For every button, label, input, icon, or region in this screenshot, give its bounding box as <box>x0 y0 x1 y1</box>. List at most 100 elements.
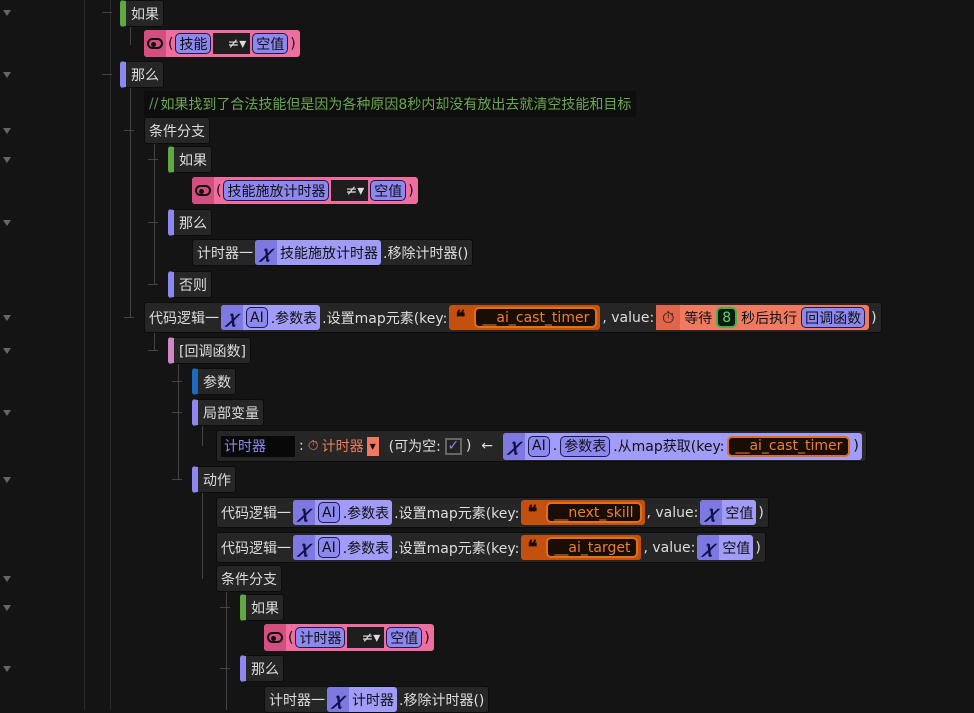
else-block[interactable]: 否则 <box>168 271 212 298</box>
collapse-triangle-icon[interactable] <box>3 10 11 16</box>
if-block[interactable]: 如果 <box>240 594 284 621</box>
tree-line <box>148 222 158 223</box>
callback-chip[interactable]: 回调函数 <box>801 307 866 328</box>
ai-chip[interactable]: AI <box>318 537 340 558</box>
key-input[interactable]: __ai_cast_timer <box>727 435 851 457</box>
key-input[interactable]: __ai_target <box>546 537 639 558</box>
params-label: 参数 <box>203 374 231 391</box>
tree-line <box>130 25 131 45</box>
string-block[interactable]: ❝__ai_cast_timer <box>449 305 601 330</box>
collapse-triangle-icon[interactable] <box>3 157 11 163</box>
actions-label: 动作 <box>203 472 231 489</box>
variable-icon: 𝜒 <box>697 535 720 560</box>
null-chip[interactable]: 空值 <box>370 180 407 201</box>
paren: ) <box>408 182 414 199</box>
eye-icon[interactable] <box>144 30 166 57</box>
tree-line <box>102 12 112 13</box>
condition-block[interactable]: ( 计时器 ≠▾ 空值 ) <box>264 624 434 651</box>
seconds-input[interactable]: 8 <box>716 307 738 328</box>
nullable-checkbox[interactable]: ✓ <box>444 437 462 455</box>
tree-line <box>226 592 227 710</box>
gutter-line <box>84 0 85 710</box>
branch-block[interactable]: 条件分支 <box>216 565 282 592</box>
collapse-triangle-icon[interactable] <box>3 477 11 483</box>
comment-block[interactable]: //如果找到了合法技能但是因为各种原因8秒内却没有放出去就清空技能和目标 <box>144 91 637 117</box>
collapse-triangle-icon[interactable] <box>3 576 11 582</box>
ai-chip[interactable]: AI <box>528 435 550 457</box>
tree-line <box>202 493 203 579</box>
then-label: 那么 <box>251 661 279 678</box>
locals-block[interactable]: 局部变量 <box>192 399 264 426</box>
collapse-triangle-icon[interactable] <box>3 410 11 416</box>
variable-chip[interactable]: 技能 <box>175 33 212 54</box>
collapse-triangle-icon[interactable] <box>3 220 11 226</box>
actions-block[interactable]: 动作 <box>192 466 236 493</box>
tree-line <box>172 479 182 480</box>
key-input[interactable]: __ai_cast_timer <box>474 307 598 328</box>
string-block[interactable]: ❝ __next_skill <box>521 500 645 525</box>
method-label: .从map获取(key: <box>613 439 725 455</box>
variable-name-input[interactable]: 计时器 <box>221 435 295 457</box>
collapse-triangle-icon[interactable] <box>3 72 11 78</box>
operator-dropdown[interactable]: ≠▾ <box>213 33 251 54</box>
tree-line <box>148 159 158 160</box>
if-block[interactable]: 如果 <box>120 0 164 27</box>
branch-block[interactable]: 条件分支 <box>144 117 210 144</box>
variable-name: 技能施放计时器 <box>280 245 378 262</box>
string-block[interactable]: ❝__ai_target <box>521 535 642 560</box>
variable-chip[interactable]: 技能施放计时器 <box>223 180 330 201</box>
table-chip[interactable]: 参数表 <box>560 435 611 457</box>
collapse-triangle-icon[interactable] <box>3 315 11 321</box>
callback-block[interactable]: [回调函数] <box>168 337 251 364</box>
ai-chip[interactable]: AI <box>246 307 268 328</box>
params-block[interactable]: 参数 <box>192 368 236 395</box>
tree-line <box>172 412 182 413</box>
else-label: 否则 <box>179 277 207 294</box>
collapse-triangle-icon[interactable] <box>3 128 11 134</box>
condition-block[interactable]: ( 技能施放计时器 ≠▾ 空值 ) <box>192 177 418 204</box>
variable-chip[interactable]: 计时器 <box>295 627 346 648</box>
operator-dropdown[interactable]: ≠▾ <box>331 180 369 201</box>
statement-prefix: 代码逻辑一 <box>149 310 219 327</box>
paren: ) <box>290 35 296 52</box>
collapse-triangle-icon[interactable] <box>3 666 11 672</box>
ai-chip[interactable]: AI <box>318 502 340 523</box>
paren: ) <box>871 309 877 326</box>
eye-icon[interactable] <box>264 624 286 651</box>
variable-icon: 𝜒 <box>255 240 277 265</box>
locals-label: 局部变量 <box>203 405 259 422</box>
collapse-triangle-icon[interactable] <box>3 605 11 611</box>
dropdown-icon[interactable]: ▼ <box>366 436 379 456</box>
key-input[interactable]: __next_skill <box>546 502 642 523</box>
operator-dropdown[interactable]: ≠▾ <box>347 627 385 648</box>
collapse-triangle-icon[interactable] <box>3 348 11 354</box>
if-block[interactable]: 如果 <box>168 146 212 173</box>
variable-icon: 𝜒 <box>221 305 243 330</box>
tree-line <box>148 284 158 285</box>
condition-block[interactable]: ( 技能 ≠▾ 空值 ) <box>144 30 300 57</box>
statement-prefix: 计时器一 <box>197 245 253 262</box>
then-block[interactable]: 那么 <box>168 209 212 236</box>
eye-icon[interactable] <box>192 177 214 204</box>
null-chip[interactable]: 空值 <box>252 33 289 54</box>
then-block[interactable]: 那么 <box>120 61 164 88</box>
type-selector[interactable]: ⏱计时器▼ <box>308 436 379 456</box>
quote-icon: ❝ <box>527 502 538 523</box>
then-block[interactable]: 那么 <box>240 655 284 682</box>
null-chip[interactable]: 空值 <box>386 627 423 648</box>
